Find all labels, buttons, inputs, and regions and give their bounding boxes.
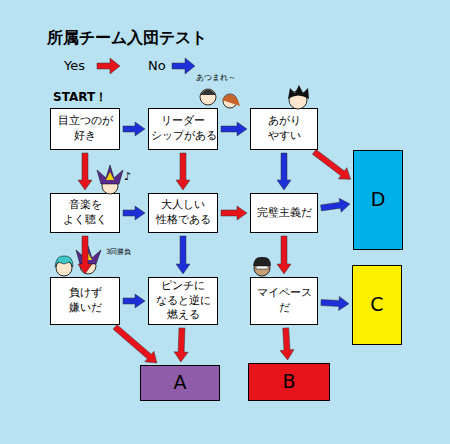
result-letter: A [174,370,187,396]
flow-arrow [78,236,92,274]
result-letter: B [282,369,295,395]
flow-arrow [123,206,145,220]
question-box: リーダー シップがある [148,108,218,150]
music-note: ♪ [124,170,131,183]
question-box: 負けず 嫌いだ [50,277,120,325]
start-label: START！ [53,89,107,106]
question-text: ピンチに なると逆に 燃える [151,279,215,324]
question-text: マイペース だ [252,286,316,316]
flow-arrow [221,122,247,136]
legend-text: Yes [64,58,85,73]
legend-text: No [148,58,166,73]
result-box: D [353,150,403,250]
question-box: マイペース だ [250,277,318,325]
question-text: あがり やすい [252,114,316,144]
result-box: B [248,363,330,401]
question-text: 完璧主義だ [252,206,316,221]
question-box: 完璧主義だ [250,193,318,233]
legend-arrow [97,58,195,74]
question-box: あがり やすい [250,108,318,150]
question-box: ピンチに なると逆に 燃える [148,277,218,325]
result-box: A [140,365,220,401]
character-head [288,85,309,109]
speech-text: 3回勝負 [106,247,131,257]
flow-arrow [321,198,350,212]
flow-arrow [78,153,92,190]
result-letter: D [371,187,386,213]
flow-arrow [312,149,350,179]
result-letter: C [370,292,383,318]
question-text: 音楽を よく聴く [53,198,117,228]
flow-arrow [174,328,188,362]
flow-arrow [113,325,157,363]
flow-arrow [280,328,294,360]
flow-arrow [277,153,291,190]
question-text: リーダー シップがある [151,114,215,144]
character-head [200,89,240,108]
question-text: 大人しい 性格である [151,198,215,228]
chart-title: 所属チーム入団テスト [47,28,207,49]
question-text: 負けず 嫌いだ [53,286,117,316]
question-box: 目立つのが 好き [50,108,120,150]
flow-arrow [176,153,190,190]
flow-arrow [321,296,349,310]
flow-arrow [277,236,291,274]
question-box: 大人しい 性格である [148,193,218,233]
character-head [97,165,123,194]
flow-arrow [176,236,190,274]
result-box: C [352,265,402,345]
question-box: 音楽を よく聴く [50,193,120,233]
flow-arrow [123,294,145,308]
flow-arrow [123,122,145,136]
flow-arrow [221,206,247,220]
speech-text: あつまれ～ [196,72,236,83]
question-text: 目立つのが 好き [53,114,117,144]
character-head [55,246,101,276]
character-head [253,257,271,276]
